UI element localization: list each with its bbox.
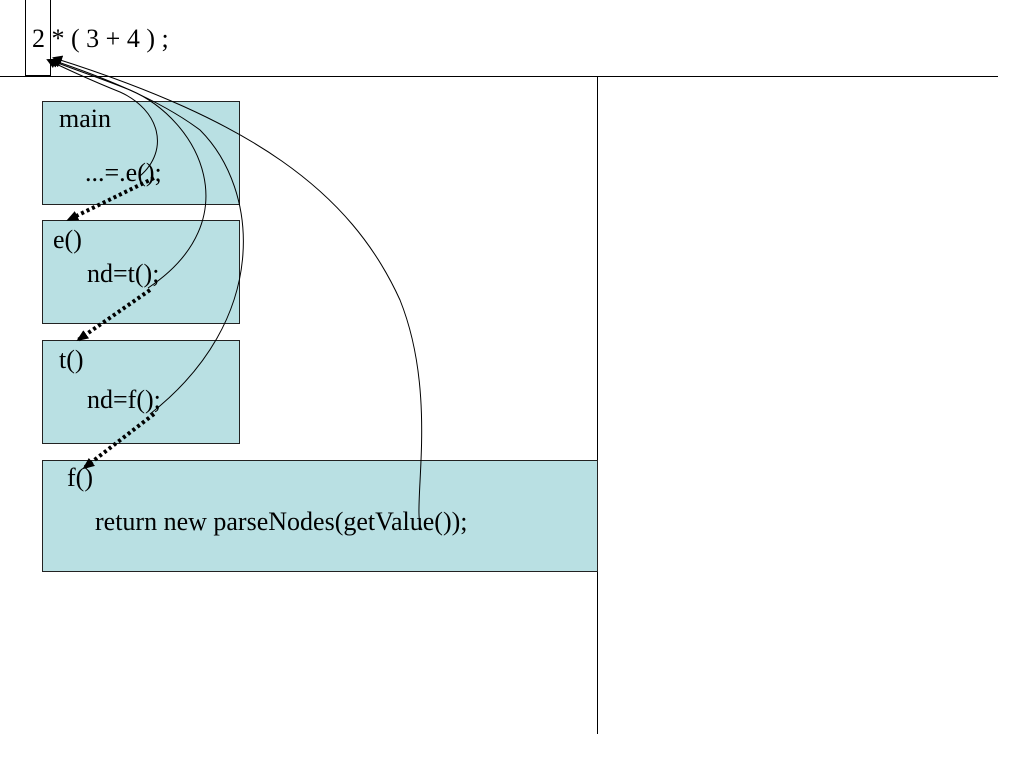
input-expression: 2 * ( 3 + 4 ) ; xyxy=(32,24,169,53)
call-frame-main: main ...=.e(); xyxy=(42,101,240,205)
horizontal-divider xyxy=(0,76,998,77)
vertical-divider xyxy=(597,76,598,734)
frame-statement: return new parseNodes(getValue()); xyxy=(95,507,468,536)
frame-statement: nd=t(); xyxy=(87,259,160,288)
current-token-highlight xyxy=(25,0,51,76)
frame-name: t() xyxy=(59,345,84,374)
frame-statement: ...=.e(); xyxy=(85,158,162,187)
frame-name: main xyxy=(59,104,111,133)
call-frame-e: e() nd=t(); xyxy=(42,220,240,324)
call-frame-t: t() nd=f(); xyxy=(42,340,240,444)
frame-statement: nd=f(); xyxy=(87,385,161,414)
frame-name: f() xyxy=(67,463,93,492)
frame-name: e() xyxy=(53,225,82,254)
call-frame-f: f() return new parseNodes(getValue()); xyxy=(42,460,598,572)
